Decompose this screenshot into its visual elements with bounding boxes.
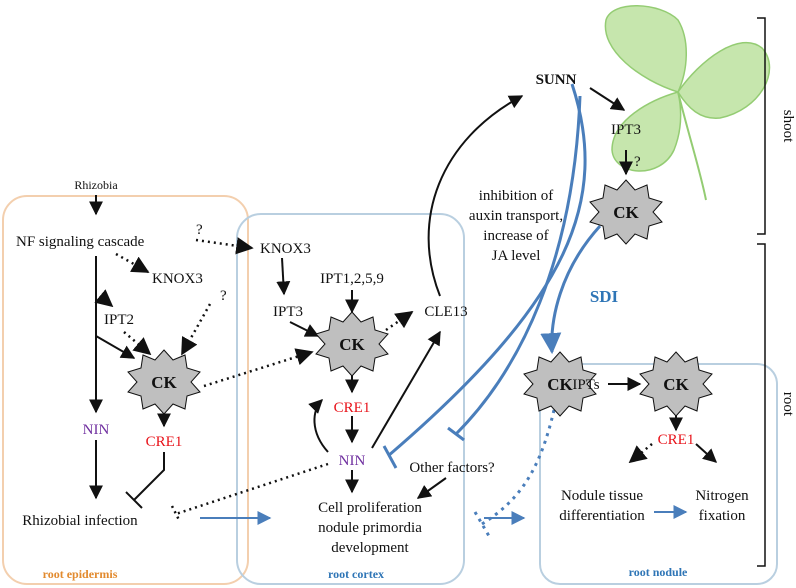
dotted-nf-ipt2 bbox=[94, 289, 114, 308]
label-inhibition-1: inhibition of bbox=[479, 188, 554, 204]
label-cell-proliferation: Cell proliferation bbox=[318, 500, 422, 516]
label-ipt3-cortex: IPT3 bbox=[273, 304, 303, 320]
arrow-nin-cle13 bbox=[371, 330, 441, 449]
ck-starburst-cortex bbox=[315, 311, 389, 377]
label-differentiation: differentiation bbox=[559, 508, 645, 524]
label-nitrogen: Nitrogen bbox=[695, 488, 749, 504]
arrow-other-cellprolif bbox=[416, 477, 447, 499]
label-inhibition-3: increase of bbox=[483, 228, 548, 244]
label-nodule-tissue: Nodule tissue bbox=[561, 488, 643, 504]
label-nf-cascade: NF signaling cascade bbox=[16, 234, 145, 250]
blue-dotted-ck-inhibit-prolif bbox=[473, 409, 556, 537]
dotted-knox3-ck bbox=[180, 303, 212, 356]
label-ck-shoot: CK bbox=[613, 203, 639, 222]
label-root-cortex: root cortex bbox=[328, 567, 384, 581]
inhibit-cre1-infection bbox=[125, 452, 165, 509]
arrow-knox3-ipt3 bbox=[276, 257, 291, 296]
arrow-sunn-ipt3 bbox=[589, 87, 626, 111]
label-ipt2: IPT2 bbox=[104, 312, 134, 328]
label-root-nodule: root nodule bbox=[629, 565, 688, 579]
label-knox3-epidermis: KNOX3 bbox=[152, 271, 203, 287]
arrow-cre1-nitrogen bbox=[695, 443, 718, 463]
label-question-nf: ? bbox=[196, 222, 203, 238]
dotted-ipt2-ck bbox=[123, 331, 152, 356]
label-ck-epidermis: CK bbox=[151, 373, 177, 392]
label-ck-cortex: CK bbox=[339, 335, 365, 354]
label-rhizobia: Rhizobia bbox=[74, 178, 118, 192]
dotted-ck-cle13 bbox=[385, 310, 414, 332]
arrow-nin-cre1-loop bbox=[308, 399, 329, 453]
label-inhibition-2: auxin transport, bbox=[469, 208, 563, 224]
arrow-nf-ck bbox=[95, 335, 136, 359]
label-cre1-nodule: CRE1 bbox=[658, 432, 695, 448]
label-rhizobial-infection: Rhizobial infection bbox=[22, 513, 138, 529]
dotted-nin-infection-inhibit bbox=[170, 462, 329, 523]
root-epidermis-box bbox=[2, 195, 249, 585]
label-sunn: SUNN bbox=[536, 72, 577, 88]
label-ipt3-shoot: IPT3 bbox=[611, 122, 641, 138]
label-development: development bbox=[331, 540, 409, 556]
label-cre1-cortex: CRE1 bbox=[334, 400, 371, 416]
dotted-cre1-nodule-tissue bbox=[628, 443, 653, 464]
ck-starburst-epidermis bbox=[127, 349, 201, 415]
blue-inhibit-sunn-otherfactors bbox=[447, 95, 582, 442]
dotted-ck-epi-ck-cortex bbox=[203, 348, 314, 388]
blue-arrow-shoot-ck-root-ck bbox=[540, 224, 602, 355]
label-ck-root: CK bbox=[547, 375, 573, 394]
root-bracket bbox=[757, 243, 766, 567]
label-cle13: CLE13 bbox=[424, 304, 467, 320]
label-nodule-primordia: nodule primordia bbox=[318, 520, 422, 536]
label-root-epidermis: root epidermis bbox=[43, 567, 118, 581]
ck-starburst-nodule bbox=[639, 351, 713, 417]
label-nin-epidermis: NIN bbox=[83, 422, 110, 438]
label-ck-nodule: CK bbox=[663, 375, 689, 394]
label-fixation: fixation bbox=[699, 508, 746, 524]
label-other-factors: Other factors? bbox=[409, 460, 495, 476]
label-root: root bbox=[780, 392, 796, 417]
arrow-ipt3-ck bbox=[289, 321, 320, 337]
label-sdi: SDI bbox=[590, 287, 619, 306]
dotted-nf-knox3-cortex bbox=[195, 237, 254, 255]
shoot-bracket bbox=[757, 17, 766, 235]
blue-inhibit-sunn-nin bbox=[382, 83, 587, 469]
label-inhibition-4: JA level bbox=[492, 248, 541, 264]
label-question-shoot: ? bbox=[634, 154, 641, 170]
root-cortex-box bbox=[236, 213, 465, 585]
arrow-cle13-sunn bbox=[427, 95, 524, 297]
label-ipts: IPTs bbox=[572, 377, 599, 393]
label-cre1-epidermis: CRE1 bbox=[146, 434, 183, 450]
ck-starburst-shoot bbox=[589, 179, 663, 245]
dotted-nf-knox3-epi bbox=[115, 252, 150, 274]
ck-starburst-root bbox=[523, 351, 597, 417]
leaf-illustration bbox=[604, 5, 771, 201]
label-ipt1259: IPT1,2,5,9 bbox=[320, 271, 384, 287]
label-question-epidermis: ? bbox=[220, 288, 227, 304]
label-nin-cortex: NIN bbox=[339, 453, 366, 469]
label-knox3-cortex: KNOX3 bbox=[260, 241, 311, 257]
label-shoot: shoot bbox=[780, 110, 796, 143]
